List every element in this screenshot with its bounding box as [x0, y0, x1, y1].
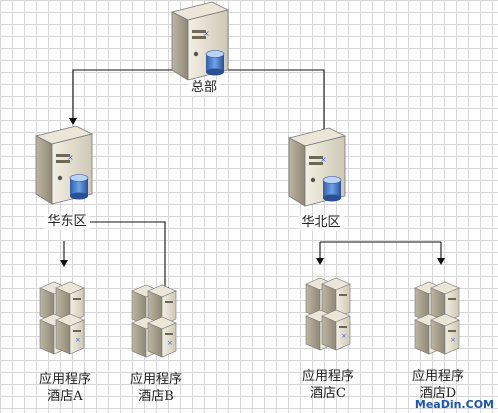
hotel-d-line1: 应用程序	[411, 369, 464, 384]
hotel-b-rack-icon	[131, 284, 177, 358]
hotel-b-label: 应用程序 酒店B	[121, 371, 191, 405]
east-server-icon	[35, 125, 93, 205]
hotel-a-line2: 酒店A	[47, 389, 83, 404]
connectors	[60, 69, 445, 294]
hotel-b-line1: 应用程序	[129, 372, 182, 387]
hotel-c-line1: 应用程序	[301, 369, 354, 384]
edge-hq-east	[69, 69, 205, 125]
hotel-c-line2: 酒店C	[310, 386, 346, 401]
east-label: 华东区	[44, 214, 90, 230]
hotel-a-line1: 应用程序	[38, 372, 91, 387]
hotel-c-label: 应用程序 酒店C	[293, 368, 363, 402]
north-server-icon	[288, 127, 346, 207]
hotel-d-label: 应用程序 酒店D	[403, 368, 473, 402]
edge-east-hotel-b	[90, 221, 169, 294]
watermark: MeaDin.COM	[414, 398, 494, 411]
hq-label: 总部	[188, 80, 220, 96]
hotel-d-line2: 酒店D	[419, 386, 457, 401]
hotel-d-rack-icon	[414, 281, 460, 355]
hotel-a-label: 应用程序 酒店A	[30, 371, 100, 405]
hotel-a-rack-icon	[39, 281, 85, 355]
hotel-b-line2: 酒店B	[138, 389, 174, 404]
hotel-c-rack-icon	[305, 277, 351, 351]
hq-server-icon	[171, 1, 229, 81]
north-label: 华北区	[298, 215, 344, 231]
